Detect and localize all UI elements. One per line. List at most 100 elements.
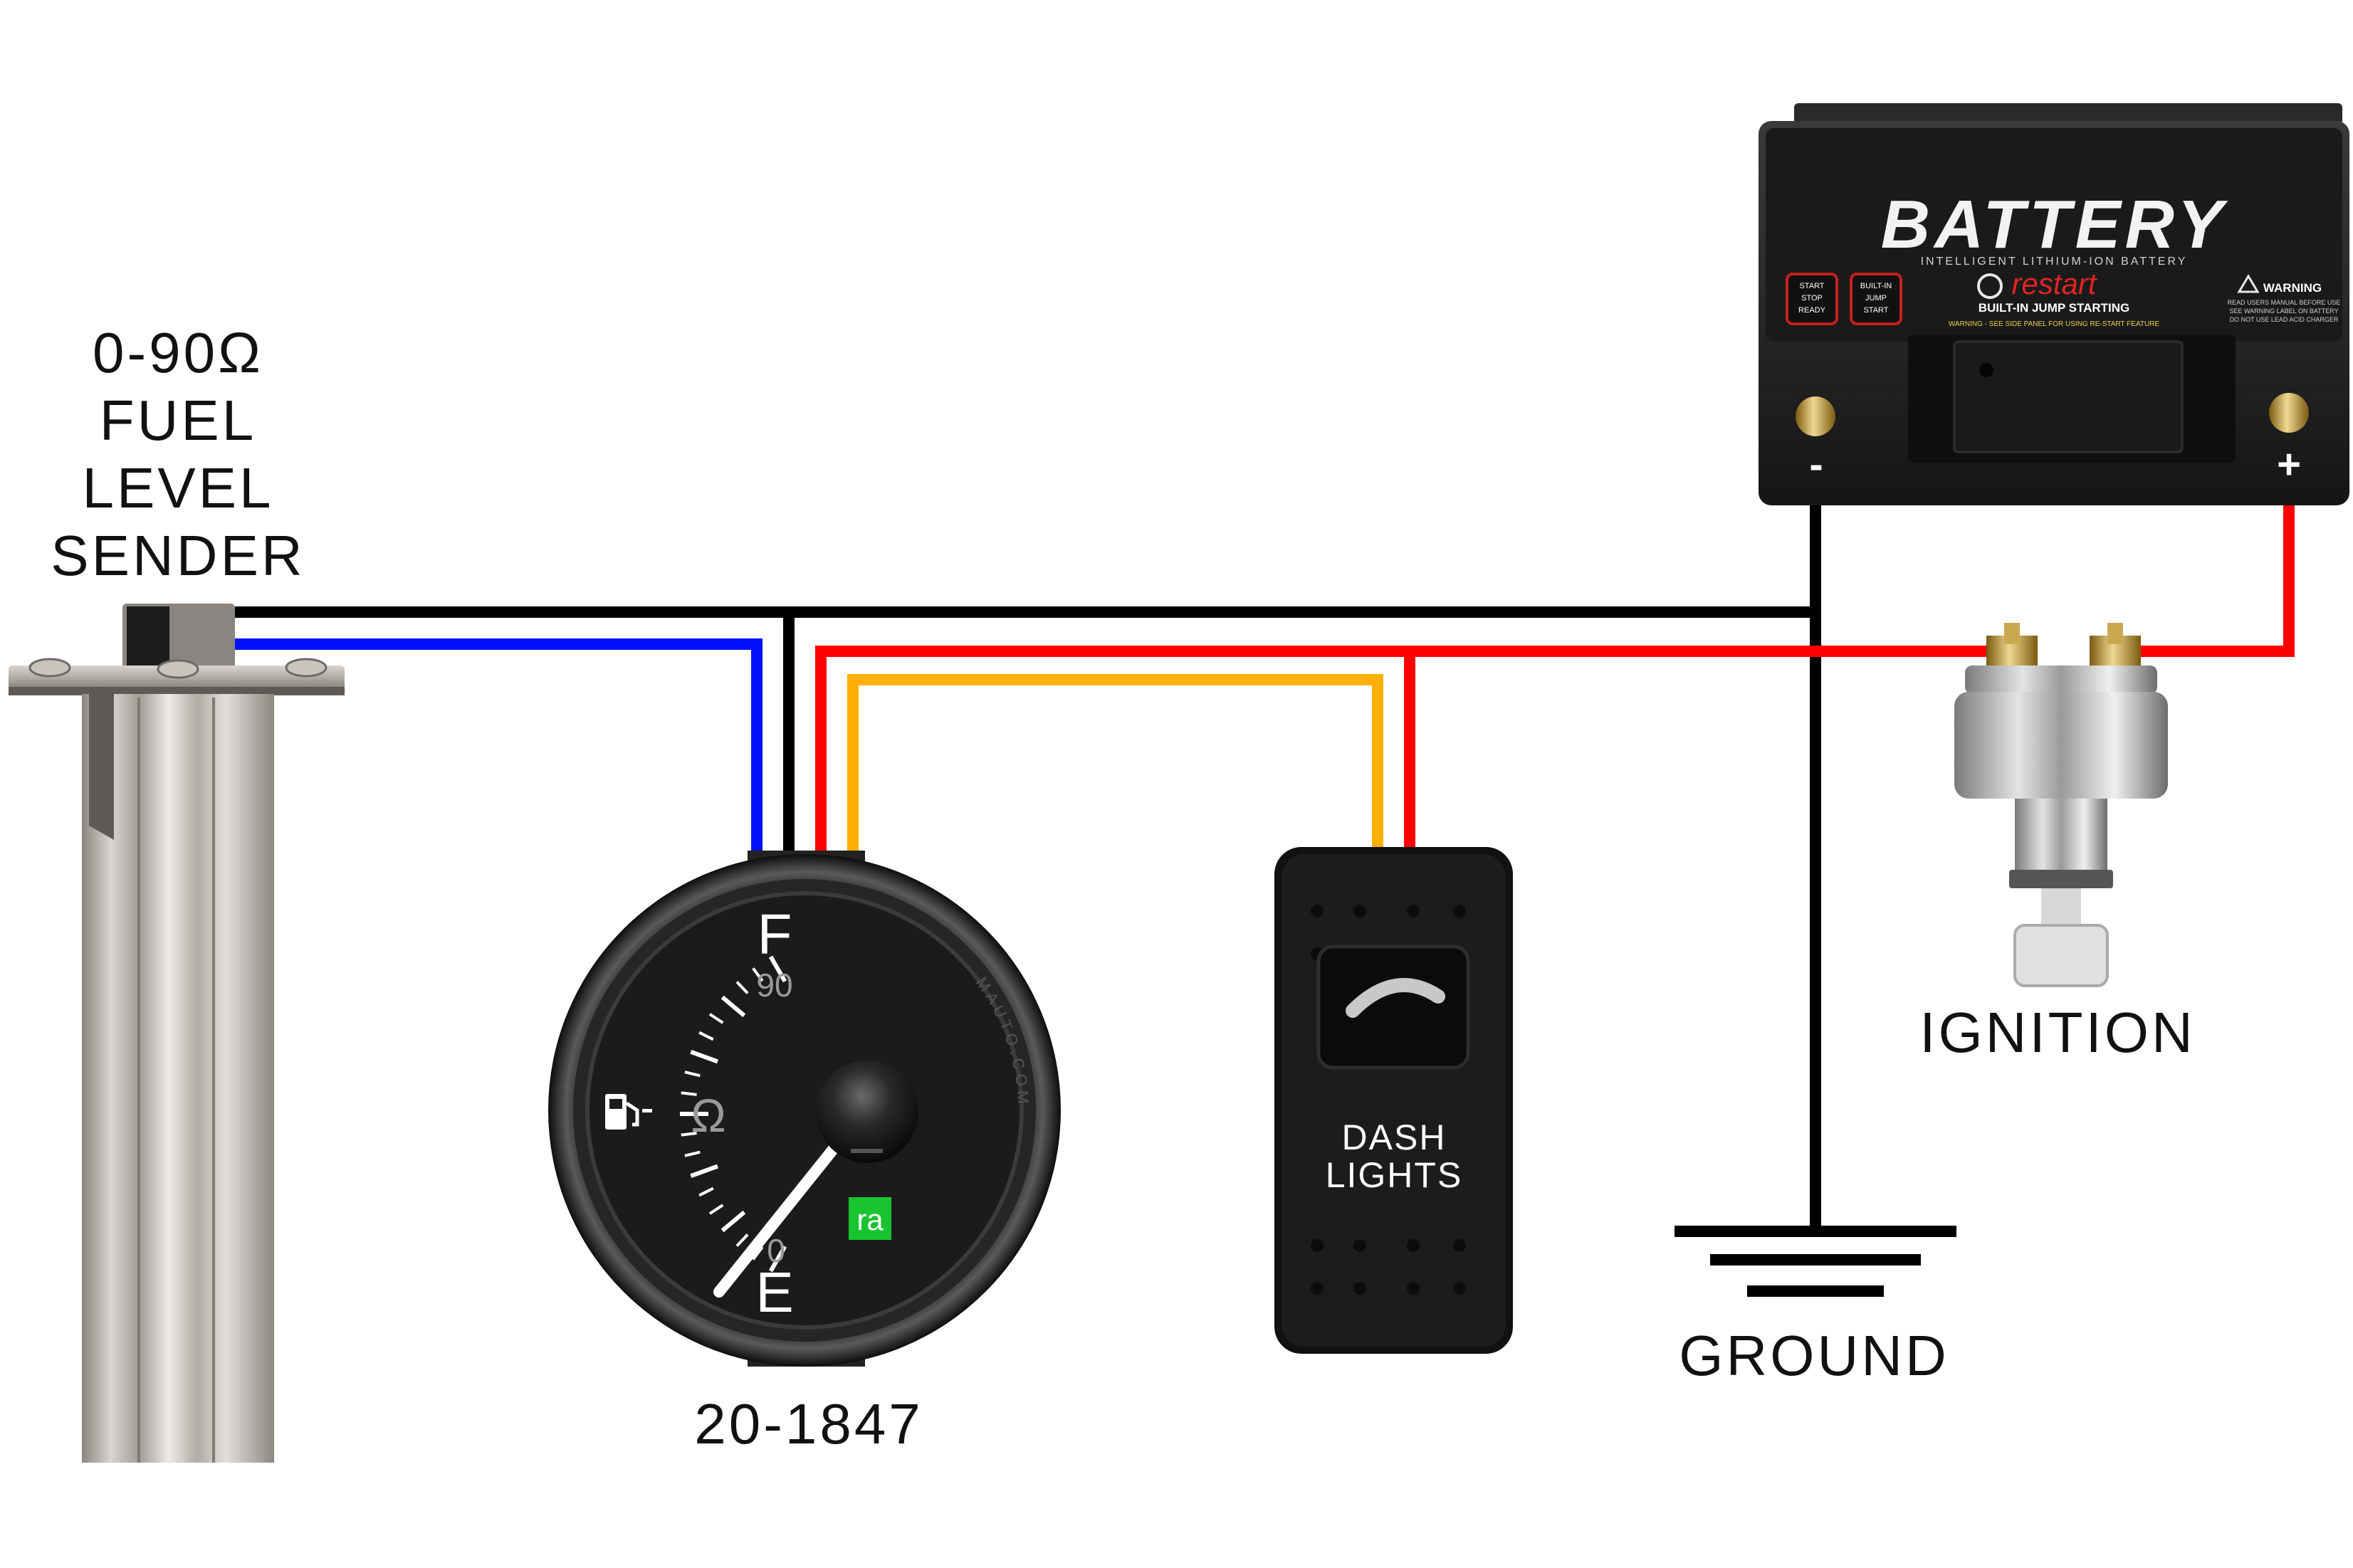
lighting-wire <box>847 674 1383 861</box>
gauge-tick <box>768 955 787 983</box>
gauge-empty-letter: E <box>755 1261 793 1324</box>
gauge-tick <box>708 1013 724 1024</box>
sender-float-arm <box>89 694 114 840</box>
sender-label-line-1: 0-90Ω <box>93 321 263 384</box>
gauge-tick <box>735 1233 749 1247</box>
sender-label-line-3: LEVEL <box>82 456 273 520</box>
sender-flange-shadow <box>9 687 345 695</box>
switch-dot <box>1453 905 1466 917</box>
badge-text: BUILT-IN <box>1860 282 1892 290</box>
brand-badge-text: ra <box>856 1203 884 1236</box>
gauge-empty-value: 0 <box>767 1232 785 1269</box>
negative-symbol: - <box>1809 441 1823 488</box>
badge-text: START <box>1799 282 1824 290</box>
gauge-face <box>585 891 1024 1330</box>
ground-bar-3 <box>1747 1285 1884 1297</box>
ignition-bezel-ring <box>2009 870 2113 888</box>
fuel-level-sender: 0-90Ω FUEL LEVEL SENDER <box>9 321 345 1463</box>
switch-dot <box>1453 1282 1466 1295</box>
gauge-part-number: 20-1847 <box>694 1392 923 1456</box>
battery-label-panel <box>1766 128 2342 342</box>
flange-bolt-icon <box>285 658 327 678</box>
terminal-screw-icon <box>2004 623 2020 644</box>
badge-text: READY <box>1798 306 1826 315</box>
switch-dot <box>1311 1239 1324 1252</box>
negative-terminal <box>1796 396 1835 436</box>
gauge-tick-marks <box>680 955 787 1273</box>
power-icon <box>1977 273 2003 299</box>
gauge-tick <box>684 1070 701 1078</box>
gauge-tick <box>752 967 764 982</box>
brand-badge <box>849 1197 891 1240</box>
badge-text: STOP <box>1801 294 1823 302</box>
gauge-tick <box>720 995 746 1018</box>
battery-vent-plate <box>1953 340 2184 453</box>
switch-dot <box>1311 905 1324 917</box>
ignition-barrel <box>2015 799 2107 870</box>
key-head-icon <box>2013 924 2109 987</box>
switch-dot <box>1353 1239 1366 1252</box>
warning-text: SEE WARNING LABEL ON BATTERY <box>2229 307 2338 315</box>
restart-product: restart <box>2011 267 2097 300</box>
switch-dot <box>1353 905 1366 917</box>
ignition-body <box>1954 692 2168 799</box>
gauge-tick <box>681 1132 697 1137</box>
vent-hole <box>1979 363 1993 377</box>
badge-text: START <box>1863 306 1888 315</box>
flange-bolt-icon <box>28 658 71 678</box>
gauge-tick <box>690 1164 718 1179</box>
sender-label-line-4: SENDER <box>51 524 305 587</box>
flange-bolt-icon <box>157 659 199 679</box>
battery-lid <box>1794 103 2342 125</box>
battery-tagline: INTELLIGENT LITHIUM-ION BATTERY <box>1921 256 2188 268</box>
wires <box>235 445 2295 1231</box>
gauge-tick <box>752 1246 764 1261</box>
gauge-tick <box>681 1091 697 1096</box>
warning-icon <box>2237 274 2260 293</box>
switch-dot <box>1407 1239 1420 1252</box>
gauge-center-cap <box>816 1061 918 1163</box>
signal-wire <box>235 638 763 861</box>
badge-text: JUMP <box>1865 294 1887 302</box>
power-wire-gauge <box>815 646 1986 861</box>
switch-label-line-1: DASH <box>1342 1117 1447 1157</box>
warning-text: READ USERS MANUAL BEFORE USE <box>2228 299 2341 306</box>
ground-bar-2 <box>1710 1254 1921 1266</box>
gauge-tick <box>698 1031 714 1041</box>
ground-symbol: GROUND <box>1675 1226 1956 1387</box>
gauge-tick <box>708 1204 724 1215</box>
warning-title: WARNING <box>2263 281 2322 295</box>
positive-symbol: + <box>2277 441 2301 488</box>
warning-text: DO NOT USE LEAD ACID CHARGER <box>2230 316 2339 323</box>
fuel-pump-icon <box>605 1094 652 1130</box>
ignition-label: IGNITION <box>1919 1001 2196 1064</box>
ground-label: GROUND <box>1679 1324 1949 1387</box>
switch-dot <box>1311 1282 1324 1295</box>
switch-dot <box>1353 1282 1366 1295</box>
switch-face <box>1282 854 1506 1347</box>
gauge-full-letter: F <box>758 903 792 966</box>
battery-brand: BATTERY <box>1881 186 2228 263</box>
ignition-cap <box>1965 665 2157 694</box>
terminal-screw-icon <box>2107 623 2123 644</box>
gauge-tick <box>690 1049 718 1064</box>
jump-start-badge <box>1850 273 1902 325</box>
gauge-needle <box>713 1144 839 1298</box>
start-stop-badge <box>1786 273 1838 325</box>
switch-label-line-2: LIGHTS <box>1326 1155 1463 1195</box>
battery: BATTERY INTELLIGENT LITHIUM-ION BATTERY … <box>1759 103 2349 505</box>
sender-label-line-2: FUEL <box>100 389 257 452</box>
gauge-full-value: 90 <box>756 967 792 1004</box>
switch-indicator-icon <box>1346 978 1445 1018</box>
restart-subtitle: BUILT-IN JUMP STARTING <box>1979 301 2130 315</box>
power-wire-ignition-battery <box>2139 445 2295 657</box>
ignition-switch: IGNITION <box>1919 623 2196 1064</box>
gauge-tick <box>735 981 749 994</box>
positive-terminal <box>2269 393 2309 433</box>
sender-connector-plug <box>127 606 169 666</box>
gauge-tick <box>684 1150 701 1157</box>
gauge-tick <box>720 1210 746 1233</box>
switch-dot <box>1453 1239 1466 1252</box>
ground-bar-1 <box>1675 1226 1956 1237</box>
